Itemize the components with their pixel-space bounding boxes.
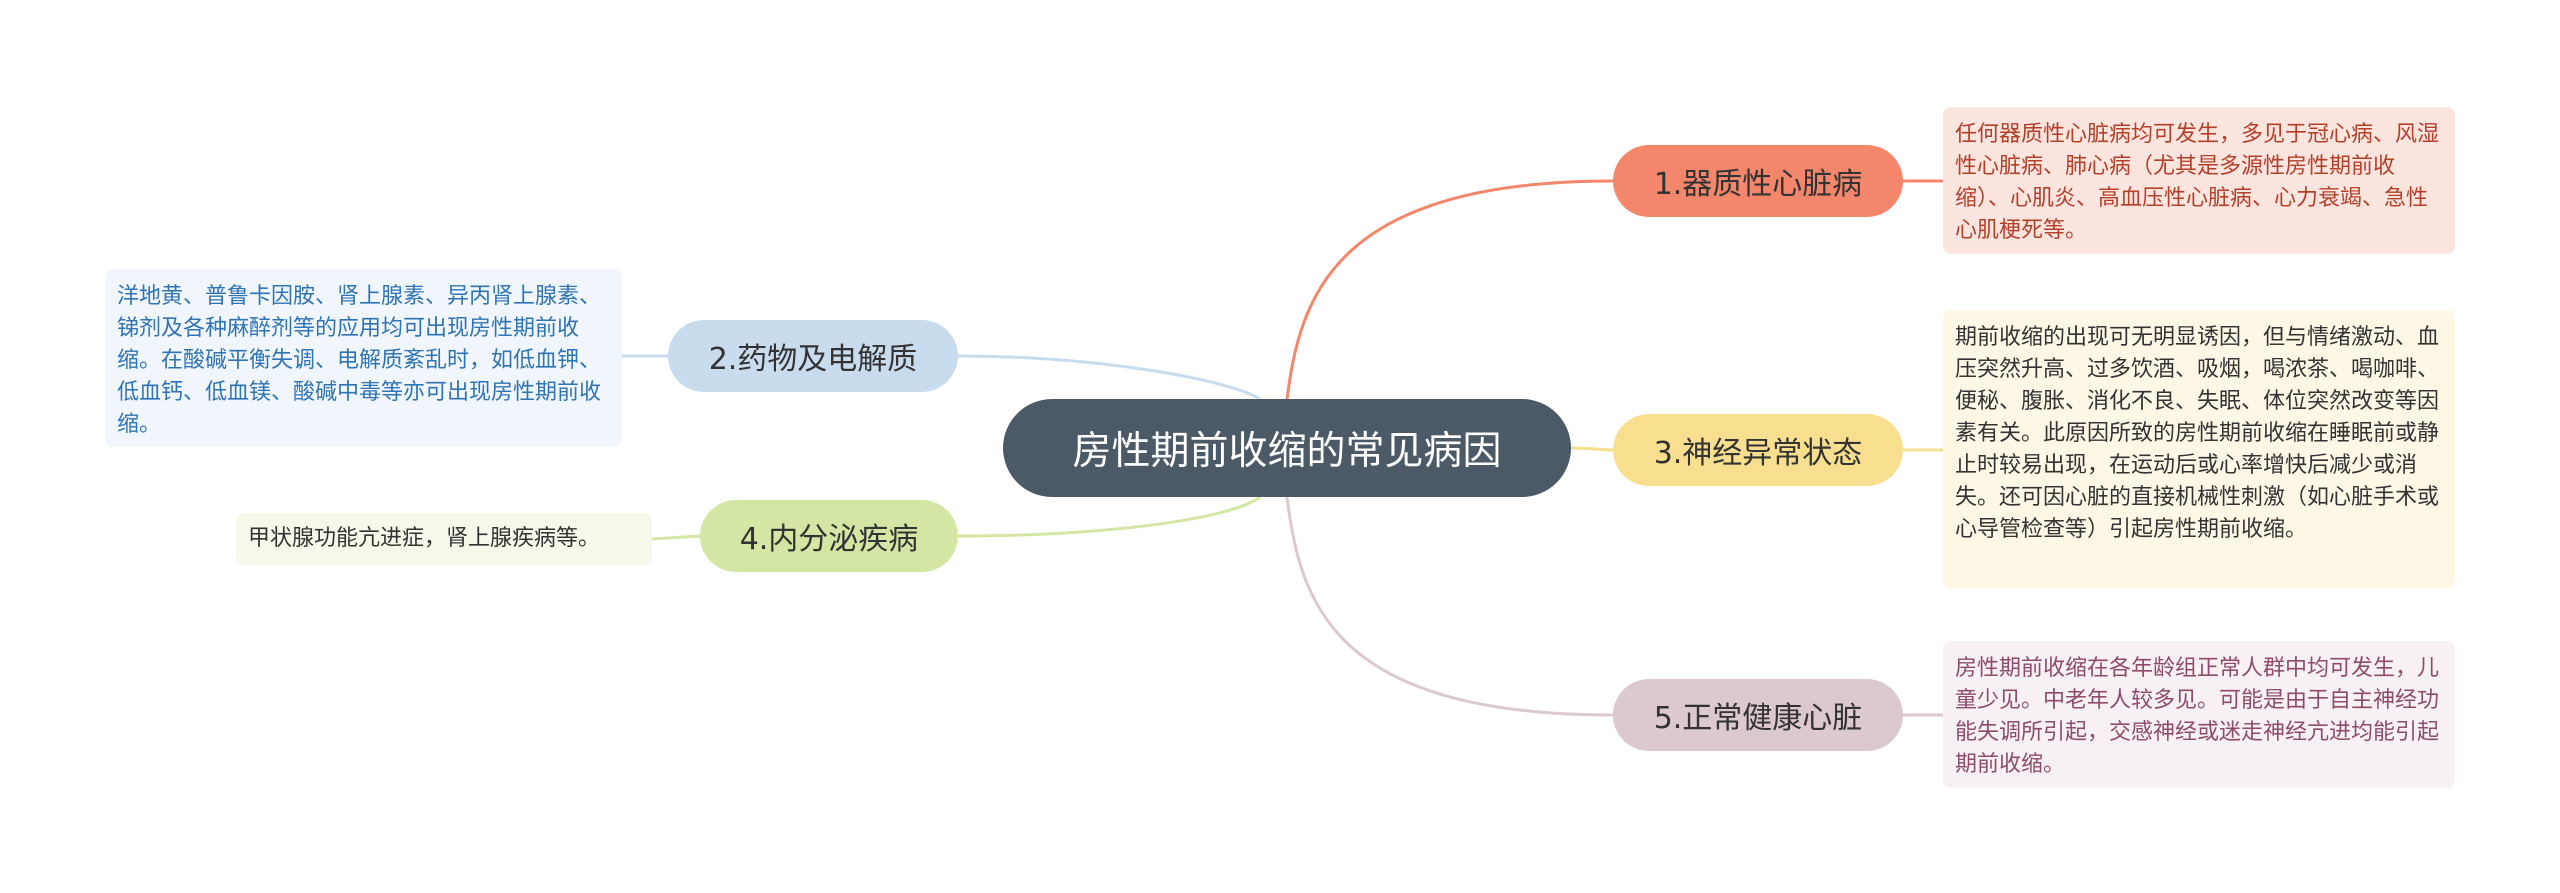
link-branch-4 (957, 495, 1261, 538)
link-branch-1 (1285, 179, 1614, 400)
detail-normal-heart[interactable]: 房性期前收缩在各年龄组正常人群中均可发生，儿童少见。中老年人较多见。可能是由于自… (1943, 641, 2455, 788)
detail-drugs-electrolytes[interactable]: 洋地黄、普鲁卡因胺、肾上腺素、异丙肾上腺素、锑剂及各种麻醉剂等的应用均可出现房性… (105, 269, 622, 447)
link-branch-5 (1285, 496, 1614, 717)
branch-normal-heart[interactable]: 5.正常健康心脏 (1613, 679, 1903, 751)
branch-organic-heart-disease[interactable]: 1.器质性心脏病 (1613, 145, 1903, 217)
central-topic[interactable]: 房性期前收缩的常见病因 (1003, 399, 1571, 497)
link-detail-4 (651, 534, 701, 541)
link-branch-2 (957, 354, 1261, 401)
branch-drugs-electrolytes[interactable]: 2.药物及电解质 (668, 320, 958, 392)
branch-nervous-state[interactable]: 3.神经异常状态 (1613, 414, 1903, 486)
detail-nervous-state[interactable]: 期前收缩的出现可无明显诱因，但与情绪激动、血压突然升高、过多饮酒、吸烟，喝浓茶、… (1943, 310, 2455, 588)
link-branch-3 (1570, 446, 1614, 452)
detail-organic-heart-disease[interactable]: 任何器质性心脏病均可发生，多见于冠心病、风湿性心脏病、肺心病（尤其是多源性房性期… (1943, 107, 2455, 254)
branch-endocrine-disease[interactable]: 4.内分泌疾病 (700, 500, 958, 572)
detail-endocrine-disease[interactable]: 甲状腺功能亢进症，肾上腺疾病等。 (236, 513, 652, 565)
